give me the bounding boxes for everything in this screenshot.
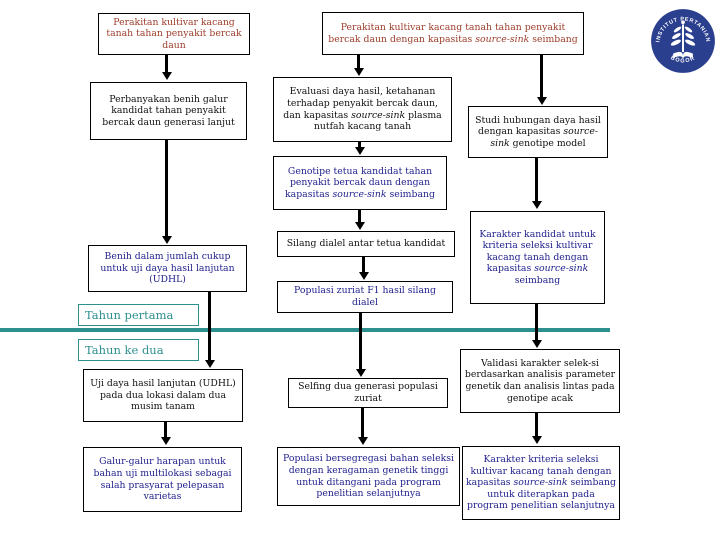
year-divider-line <box>0 328 610 332</box>
box-text: Populasi bersegregasi bahan seleksi deng… <box>283 453 454 500</box>
arrow-shaft <box>361 408 364 437</box>
arrow-head-icon <box>204 360 215 368</box>
box-text: Validasi karakter selek-si berdasarkan a… <box>464 357 616 404</box>
arrow-shaft <box>358 142 361 147</box>
arrow-shaft <box>208 292 211 360</box>
arrow-r4-to-r5 <box>531 413 542 444</box>
box-text: Galur-galur harapan untuk bahan uji mult… <box>93 456 232 503</box>
box-populasi-zuriat-f1: Populasi zuriat F1 hasil silang dialel <box>277 281 453 313</box>
arrow-shaft <box>359 313 362 369</box>
arrow-m5-to-m6 <box>355 313 366 377</box>
arrow-tl-to-l2 <box>161 55 172 80</box>
arrow-head-icon <box>354 222 365 230</box>
box-evaluasi-daya-hasil: Evaluasi daya hasil, ketahanan terhadap … <box>273 77 452 142</box>
arrow-head-icon <box>357 437 368 445</box>
arrow-shaft <box>535 413 538 436</box>
box-selfing: Selfing dua generasi populasi zuriat <box>288 378 448 408</box>
arrow-l4-to-l5 <box>160 422 171 445</box>
logo-plant-emblem <box>670 20 696 60</box>
arrow-shaft <box>164 422 167 437</box>
arrow-tm-to-r2 <box>536 55 547 105</box>
svg-text:BOGOR: BOGOR <box>670 55 697 64</box>
arrow-shaft <box>358 210 361 222</box>
arrow-head-icon <box>531 340 542 348</box>
arrow-head-icon <box>531 436 542 444</box>
arrow-tm-to-m2 <box>353 55 364 76</box>
box-karakter-kriteria-seleksi: Karakter kriteria seleksi kultivar kacan… <box>462 446 620 520</box>
label-tahun-ke-dua: Tahun ke dua <box>78 339 199 361</box>
year-label-text: Tahun pertama <box>85 307 174 322</box>
box-text: Karakter kandidat untuk kriteria seleksi… <box>479 228 596 286</box>
box-text: Perakitan kultivar kacang tanah tahan pe… <box>106 16 242 51</box>
ipb-logo-icon: INSTITUT PERTANIAN BOGOR <box>651 9 715 73</box>
box-text: Karakter kriteria seleksi kultivar kacan… <box>466 454 616 512</box>
box-text: Populasi zuriat F1 hasil silang dialel <box>294 285 436 308</box>
arrow-l2-to-l3 <box>161 140 172 244</box>
arrow-head-icon <box>161 236 172 244</box>
box-text: Perbanyakan benih galur kandidat tahan p… <box>102 93 235 128</box>
logo-ring-bottom-text: BOGOR <box>670 55 696 64</box>
box-benih-jumlah-cukup: Benih dalam jumlah cukup untuk uji daya … <box>88 245 247 292</box>
box-uji-daya-hasil-lanjutan: Uji daya hasil lanjutan (UDHL) pada dua … <box>83 369 243 422</box>
box-perakitan-source-sink: Perakitan kultivar kacang tanah tahan pe… <box>322 12 584 55</box>
box-genotipe-tetua: Genotipe tetua kandidat tahan penyakit b… <box>273 156 447 210</box>
arrow-head-icon <box>161 72 172 80</box>
arrow-m2-to-m3 <box>354 142 365 155</box>
arrow-r2-to-r3 <box>531 158 542 209</box>
arrow-shaft <box>540 55 543 97</box>
box-validasi-karakter: Validasi karakter selek-si berdasarkan a… <box>460 349 620 413</box>
arrow-shaft <box>165 55 168 72</box>
arrow-m6-to-m7 <box>357 408 368 445</box>
arrow-shaft <box>165 140 168 236</box>
box-text: Silang dialel antar tetua kandidat <box>286 238 446 250</box>
arrow-shaft <box>357 55 360 68</box>
arrow-head-icon <box>355 369 366 377</box>
box-text: Selfing dua generasi populasi zuriat <box>298 381 438 404</box>
box-perakitan-tahan-penyakit: Perakitan kultivar kacang tanah tahan pe… <box>98 13 250 55</box>
arrow-head-icon <box>531 201 542 209</box>
box-text: Evaluasi daya hasil, ketahanan terhadap … <box>283 86 442 133</box>
box-galur-harapan: Galur-galur harapan untuk bahan uji mult… <box>83 447 242 512</box>
box-text: Benih dalam jumlah cukup untuk uji daya … <box>100 251 235 286</box>
arrow-l3-to-l4 <box>204 292 215 368</box>
box-populasi-bersegregasi: Populasi bersegregasi bahan seleksi deng… <box>277 447 460 506</box>
box-studi-hubungan: Studi hubungan daya hasil dengan kapasit… <box>468 106 608 158</box>
arrow-shaft <box>362 257 365 272</box>
year-label-text: Tahun ke dua <box>85 342 164 357</box>
arrow-shaft <box>535 158 538 201</box>
box-text: Studi hubungan daya hasil dengan kapasit… <box>475 114 601 149</box>
box-silang-dialel: Silang dialel antar tetua kandidat <box>277 231 455 257</box>
arrow-head-icon <box>353 68 364 76</box>
arrow-m4-to-m5 <box>358 257 369 280</box>
arrow-shaft <box>535 304 538 340</box>
label-tahun-pertama: Tahun pertama <box>78 304 199 326</box>
box-text: Perakitan kultivar kacang tanah tahan pe… <box>328 21 578 45</box>
arrow-m3-to-m4 <box>354 210 365 230</box>
arrow-head-icon <box>358 272 369 280</box>
arrow-r3-to-r4 <box>531 304 542 348</box>
arrow-head-icon <box>354 147 365 155</box>
box-text: Genotipe tetua kandidat tahan penyakit b… <box>285 165 435 200</box>
box-karakter-kandidat: Karakter kandidat untuk kriteria seleksi… <box>470 211 605 304</box>
arrow-head-icon <box>160 437 171 445</box>
box-text: Uji daya hasil lanjutan (UDHL) pada dua … <box>90 378 236 413</box>
box-perbanyakan-benih: Perbanyakan benih galur kandidat tahan p… <box>90 82 247 140</box>
arrow-head-icon <box>536 97 547 105</box>
